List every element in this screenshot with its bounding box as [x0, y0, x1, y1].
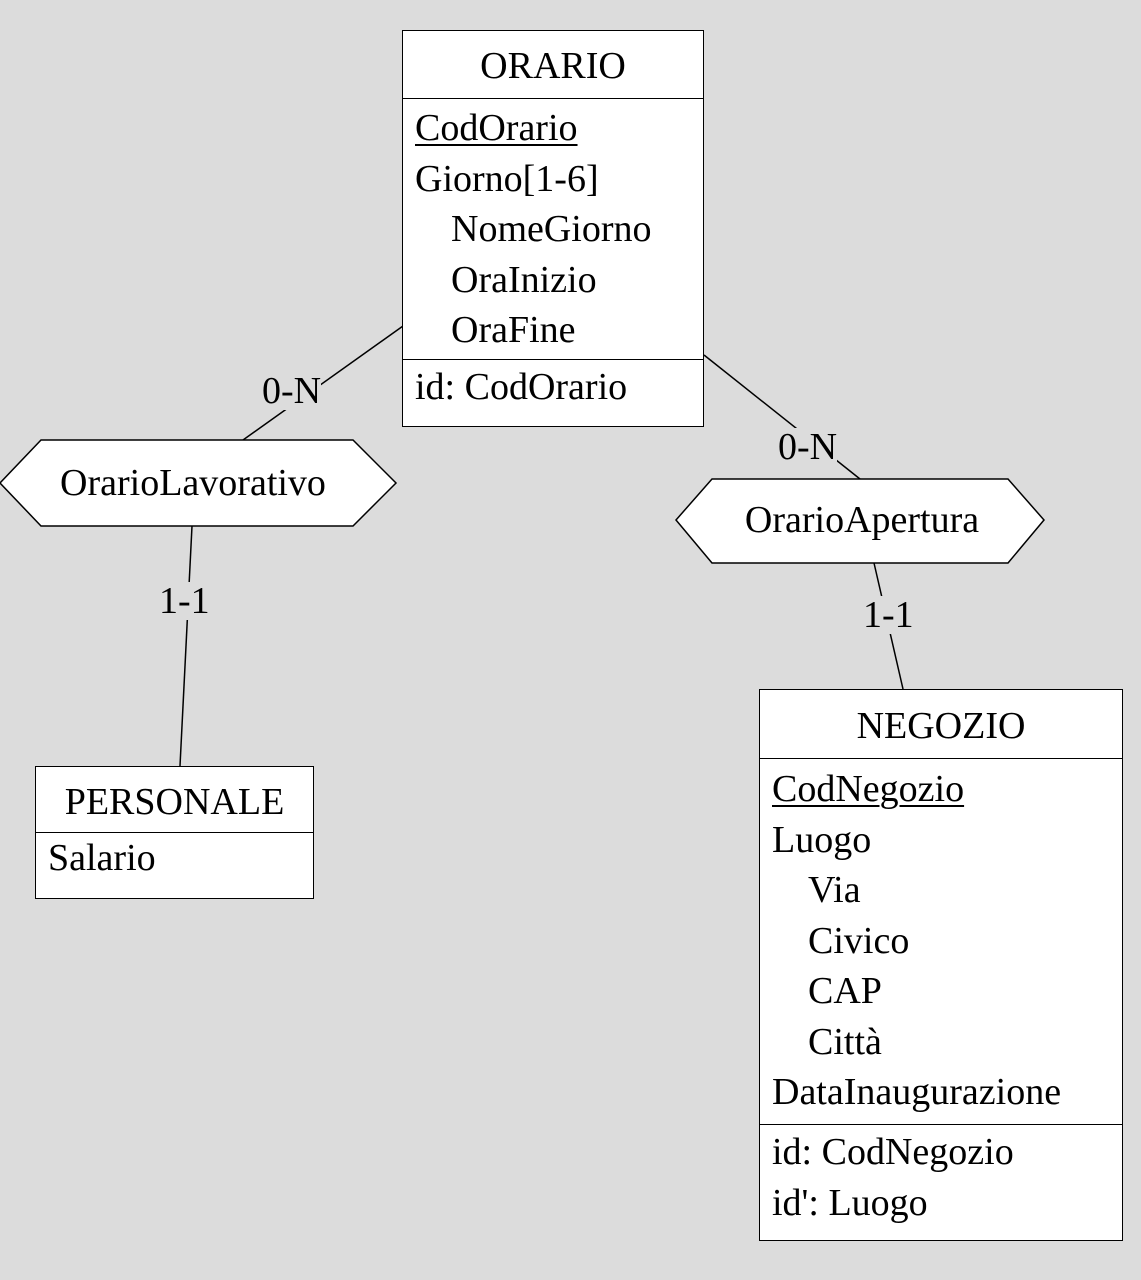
entity-negozio-attributes: CodNegozio Luogo Via Civico CAP Città Da… — [760, 759, 1122, 1124]
entity-personale-attributes: Salario — [36, 833, 313, 888]
entity-negozio-identifiers: id: CodNegozio id': Luogo — [760, 1124, 1122, 1232]
attribute-luogo: Luogo — [772, 818, 872, 861]
entity-personale: PERSONALE Salario — [35, 766, 314, 899]
attribute-codorario: CodOrario — [415, 107, 578, 149]
cardinality-negozio-apertura: 1-1 — [863, 594, 914, 636]
connector-orariolavorativo-personale — [179, 525, 193, 767]
entity-personale-title: PERSONALE — [36, 767, 313, 833]
attribute-orafine: OraFine — [451, 309, 576, 351]
entity-orario-attributes: CodOrario Giorno[1-6] NomeGiorno OraIniz… — [403, 99, 703, 359]
entity-orario-title: ORARIO — [403, 31, 703, 99]
attribute-datainaugurazione: DataInaugurazione — [772, 1071, 1062, 1113]
entity-negozio-title: NEGOZIO — [760, 690, 1122, 759]
attribute-citta: Città — [808, 1020, 882, 1063]
entity-orario: ORARIO CodOrario Giorno[1-6] NomeGiorno … — [402, 30, 704, 427]
attribute-giorno: Giorno[1-6] — [415, 157, 599, 200]
attribute-nomegiorno: NomeGiorno — [451, 208, 652, 250]
attribute-via: Via — [808, 869, 861, 911]
attribute-salario: Salario — [48, 837, 156, 879]
attribute-civico: Civico — [808, 919, 910, 962]
cardinality-orario-lavorativo: 0-N — [262, 370, 322, 412]
attribute-orainizio: OraInizio — [451, 258, 597, 301]
identifier-negozio-id-alt: id': Luogo — [772, 1181, 928, 1224]
entity-orario-identifiers: id: CodOrario — [403, 359, 703, 417]
entity-negozio: NEGOZIO CodNegozio Luogo Via Civico CAP … — [759, 689, 1123, 1241]
cardinality-orario-apertura: 0-N — [778, 426, 838, 468]
identifier-orario-id: id: CodOrario — [415, 366, 628, 408]
attribute-cap: CAP — [808, 970, 882, 1012]
cardinality-personale-lavorativo: 1-1 — [159, 580, 210, 622]
identifier-negozio-id: id: CodNegozio — [772, 1131, 1014, 1173]
relationship-orariolavorativo: OrarioLavorativo — [60, 462, 326, 504]
attribute-codnegozio: CodNegozio — [772, 768, 965, 810]
relationship-orarioapertura: OrarioApertura — [744, 499, 980, 541]
